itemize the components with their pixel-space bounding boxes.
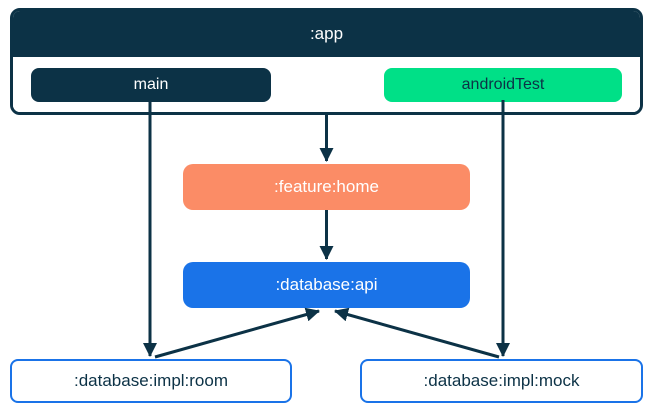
node-app: :app main androidTest	[10, 8, 643, 115]
node-database-impl-mock-label: :database:impl:mock	[423, 371, 580, 390]
edge-database-impl-room-to-database-api	[154, 307, 320, 359]
node-app-sourceset-main: main	[31, 67, 271, 102]
node-database-api: :database:api	[183, 262, 470, 308]
node-app-label: :app	[309, 24, 344, 43]
node-database-api-label: :database:api	[275, 275, 378, 294]
node-database-impl-room: :database:impl:room	[10, 359, 292, 403]
sourceset-main-label: main	[133, 75, 169, 93]
node-feature-home-label: :feature:home	[274, 177, 379, 196]
node-app-header: :app	[13, 11, 640, 57]
node-database-impl-mock: :database:impl:mock	[360, 359, 643, 403]
node-database-impl-room-label: :database:impl:room	[73, 371, 229, 390]
node-app-body: main androidTest	[13, 57, 640, 112]
edge-database-impl-mock-to-database-api	[334, 307, 500, 359]
node-feature-home: :feature:home	[183, 164, 470, 210]
node-app-sourceset-androidtest: androidTest	[384, 67, 622, 102]
sourceset-androidtest-label: androidTest	[461, 75, 545, 93]
